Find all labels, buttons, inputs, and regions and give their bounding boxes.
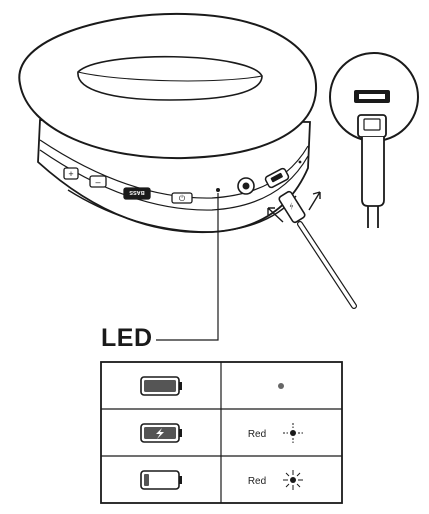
led-off-dot [278, 383, 284, 389]
table-row: Red [140, 423, 303, 443]
cushion-opening [77, 55, 263, 101]
led-color-label: Red [248, 476, 266, 487]
led-solid-icon [283, 423, 303, 443]
port-magnifier-inset [329, 52, 419, 228]
control-buttons: + – BASS ⏻ [63, 160, 302, 204]
volume-down-button [89, 175, 107, 188]
led-indicator-dot [216, 188, 220, 192]
bass-button-label: BASS [129, 189, 145, 195]
insert-arrow-left [267, 207, 284, 223]
table-row: Red [140, 470, 303, 490]
insert-arrow-right [308, 191, 321, 211]
svg-text:–: – [95, 177, 100, 187]
earcup-illustration: + – BASS ⏻ [18, 12, 318, 234]
battery-charging-icon [140, 423, 182, 443]
micro-usb-plug [278, 190, 306, 224]
svg-text:⚡: ⚡ [287, 201, 297, 212]
led-callout-label: LED [101, 324, 153, 352]
bass-button [123, 187, 151, 200]
charging-cable-illustration: ⚡ [267, 190, 357, 309]
power-button [171, 192, 193, 204]
volume-up-button [63, 167, 79, 180]
led-status-table: Red Red [100, 361, 343, 504]
battery-full-icon [140, 376, 182, 396]
battery-low-icon [140, 470, 182, 490]
table-row [140, 376, 284, 396]
led-callout-line [156, 193, 219, 341]
led-color-label: Red [248, 429, 266, 440]
led-flashing-icon [283, 470, 303, 490]
svg-text:⏻: ⏻ [179, 194, 186, 203]
svg-text:+: + [68, 169, 73, 179]
